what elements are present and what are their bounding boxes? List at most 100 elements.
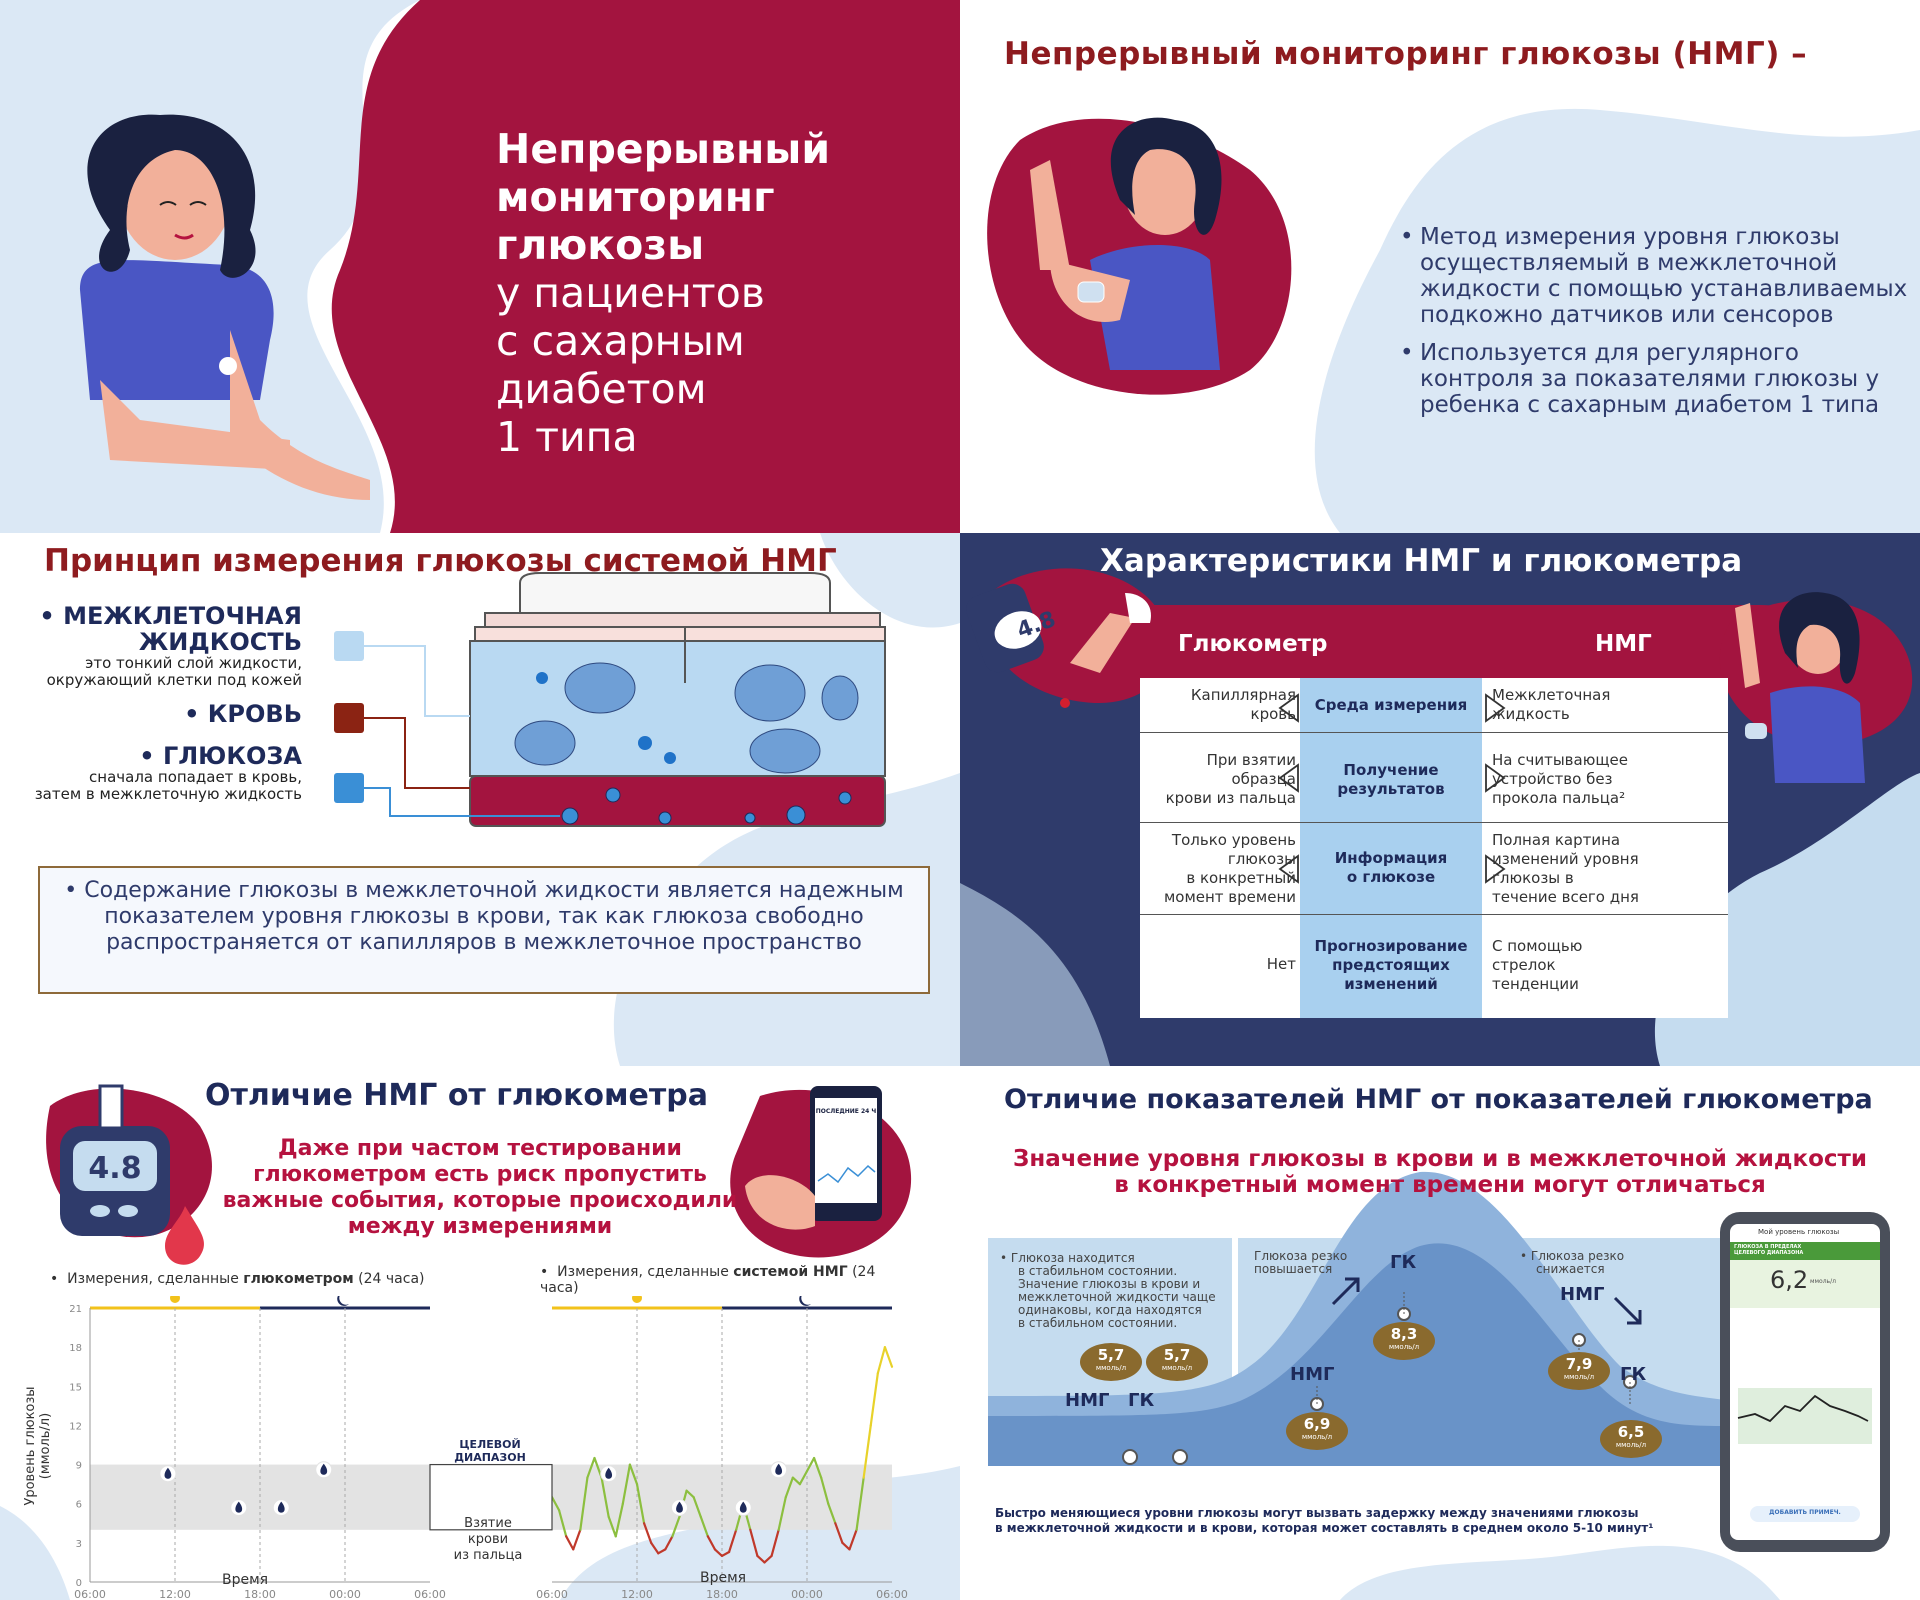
woman-illustration: [1735, 592, 1865, 783]
legend-description: окружающий клетки под кожей: [46, 671, 302, 689]
panel1-background: [0, 0, 960, 533]
column-header-cgm: НМГ: [1595, 631, 1652, 657]
trend-down-arrow-icon: [1613, 1296, 1642, 1325]
arrow-left-icon: [1278, 693, 1299, 723]
phone-illustration: [1720, 1212, 1890, 1552]
label-cgm: НМГ: [1560, 1284, 1605, 1305]
cgm-line-segment: [628, 1463, 639, 1486]
skin-diagram: [469, 572, 886, 827]
cgm-line-segment: [812, 1456, 823, 1479]
arrow-right-icon: [1485, 693, 1506, 723]
table-arrows: [1278, 693, 1506, 884]
y-tick-label: 0: [76, 1578, 82, 1589]
sun-icon: [632, 1296, 642, 1303]
title-line: глюкозы: [496, 221, 705, 269]
legend-heading: • КРОВЬ: [184, 700, 302, 728]
cgm-line-segment: [876, 1346, 887, 1375]
cgm-line-segment: [834, 1522, 844, 1544]
cgm-line-segment: [621, 1463, 632, 1505]
title-slide-heading: Непрерывный мониторинг глюкозы у пациент…: [496, 125, 946, 461]
phone-header: Мой уровень глюкозы: [1758, 1228, 1840, 1236]
cgm-line-segment: [848, 1528, 858, 1551]
cgm-line-segment: [699, 1515, 709, 1538]
cgm-line-segment: [763, 1554, 773, 1564]
meter-display-value: 4.8: [88, 1151, 142, 1186]
glucometer-hand-illustration: [966, 583, 1151, 708]
legend-swatch-blood: [334, 703, 364, 733]
x-axis-label: Время: [700, 1570, 747, 1586]
cgm-line-segment: [869, 1372, 879, 1427]
arrow-right-icon: [1485, 854, 1506, 884]
y-tick-label: 18: [69, 1343, 82, 1354]
cgm-line-segment: [805, 1456, 816, 1473]
cgm-line-segment: [820, 1476, 830, 1505]
cgm-line-segment: [827, 1502, 837, 1525]
sun-icon: [170, 1296, 180, 1303]
table-cell-glucometer: Нет: [1266, 955, 1296, 973]
panel6-background: [988, 1171, 1890, 1600]
cgm-line-segment: [798, 1469, 809, 1486]
panel-cgm-lag: Отличие показателей НМГ от показателей г…: [960, 1066, 1920, 1600]
cgm-line-segment: [635, 1483, 646, 1525]
x-tick-label: 00:00: [791, 1588, 823, 1600]
legend-meter-measurements: • Измерения, сделанные глюкометром (24 ч…: [50, 1271, 425, 1287]
cgm-line-segment: [749, 1528, 759, 1558]
legend-heading: • МЕЖКЛЕТОЧНАЯ: [39, 602, 302, 630]
title-line: с сахарным диабетом: [496, 317, 745, 413]
woman-illustration: [80, 114, 370, 500]
x-tick-label: 00:00: [329, 1588, 361, 1600]
title-line: мониторинг: [496, 173, 775, 221]
principle-title: Принцип измерения глюкозы системой НМГ: [44, 543, 837, 579]
x-tick-label: 06:00: [414, 1588, 446, 1600]
add-note-button[interactable]: ДОБАВИТЬ ПРИМЕЧ.: [1769, 1509, 1841, 1516]
cgm-line-segment: [883, 1346, 894, 1368]
phone-range-label: ГЛЮКОЗА В ПРЕДЕЛАХ ЦЕЛЕВОГО ДИАПАЗОНА: [1734, 1244, 1804, 1256]
x-tick-label: 18:00: [244, 1588, 276, 1600]
label-bg: ГК: [1620, 1364, 1647, 1385]
y-axis-label: Уровень глюкозы (ммоль/л): [23, 1386, 53, 1506]
bullet-item: Используется для регулярного контроля за…: [1400, 340, 1910, 418]
y-axis-label-wrap: Уровень глюкозы (ммоль/л): [18, 1366, 58, 1516]
panel-title-slide: Непрерывный мониторинг глюкозы у пациент…: [0, 0, 960, 533]
blood-drop-icon: [164, 1467, 172, 1479]
characteristics-title: Характеристики НМГ и глюкометра: [1100, 543, 1743, 579]
cgm-line-segment: [685, 1489, 695, 1499]
title-line: Непрерывный: [496, 125, 831, 173]
blood-drop-icon: [277, 1501, 285, 1513]
cgm-line-segment: [650, 1541, 660, 1555]
cgm-line-segment: [572, 1528, 582, 1551]
legend-description: это тонкий слой жидкости,: [85, 654, 302, 672]
legend-blood: • КРОВЬ: [20, 701, 302, 727]
legend-description: сначала попадает в кровь,: [89, 768, 302, 786]
cgm-line-segment: [777, 1496, 787, 1531]
moon-icon: [337, 1296, 349, 1306]
lag-footnote: Быстро меняющиеся уровни глюкозы могут в…: [995, 1506, 1654, 1535]
legend-heading: ЖИДКОСТЬ: [138, 628, 302, 656]
column-header-glucometer: Глюкометр: [1178, 631, 1328, 657]
definition-title: Непрерывный мониторинг глюкозы (НМГ) –: [1004, 36, 1808, 72]
title-line: у пациентов: [496, 269, 765, 317]
target-range-connector: [429, 1463, 553, 1531]
panel-cgm-vs-meter: 4.8 ПОСЛЕДНИЕ 24 Ч Отличие НМГ от глюком…: [0, 1066, 960, 1600]
cgm-line-segment: [720, 1550, 731, 1558]
label-bg: ГК: [1128, 1390, 1155, 1411]
cgm-line-segment: [692, 1496, 702, 1518]
cgm-line-segment: [557, 1509, 568, 1538]
y-tick-label: 15: [69, 1382, 82, 1393]
legend-cgm-measurements: • Измерения, сделанные системой НМГ (24 …: [540, 1264, 876, 1296]
